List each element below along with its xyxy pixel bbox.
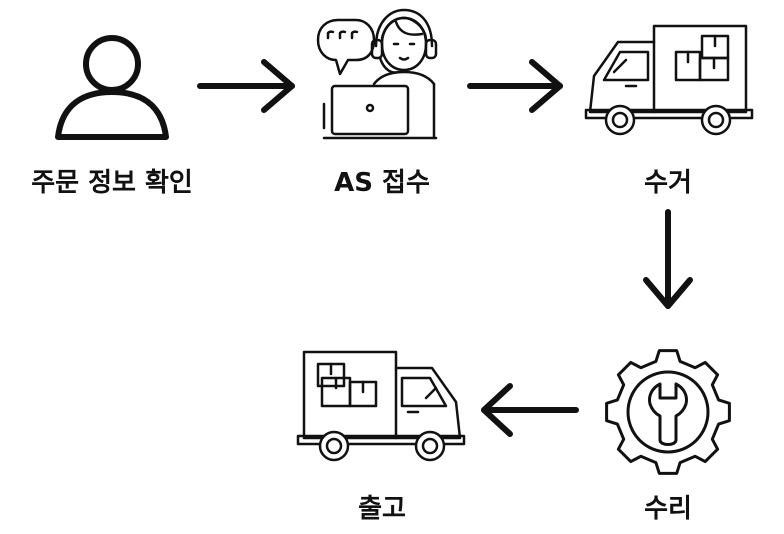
arrow-down [643, 209, 693, 309]
support-agent-icon [316, 8, 438, 140]
step-label-repair: 수리 [644, 494, 692, 524]
step-label-as-reception: AS 접수 [334, 168, 430, 198]
step-label-shipping: 출고 [358, 494, 406, 524]
step-label-order-check: 주문 정보 확인 [31, 168, 193, 198]
delivery-truck-icon [296, 350, 466, 462]
arrow-right-2 [467, 59, 563, 113]
gear-wrench-icon [605, 349, 731, 475]
person-icon [55, 35, 169, 140]
arrow-left [481, 383, 579, 437]
arrow-right-1 [197, 59, 295, 113]
step-label-pickup: 수거 [644, 168, 692, 198]
delivery-truck-icon [584, 24, 754, 136]
